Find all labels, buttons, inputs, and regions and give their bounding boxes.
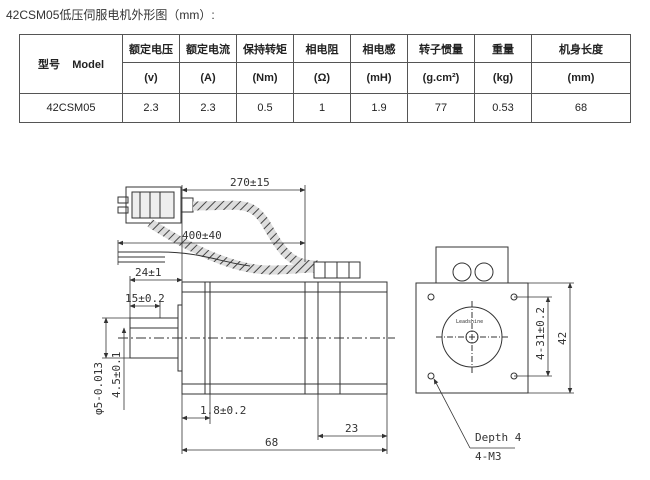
mount-hole bbox=[427, 372, 435, 380]
cable-exit bbox=[452, 262, 472, 282]
value-cell: 68 bbox=[531, 93, 631, 123]
note-depth: Depth 4 bbox=[475, 431, 522, 444]
dimensions-side bbox=[102, 185, 388, 454]
front-view bbox=[415, 246, 529, 394]
dim-1-8: 1.8±0.2 bbox=[200, 404, 246, 417]
value-cell: 0.53 bbox=[474, 93, 532, 123]
dim-boss-dia: 4.5±0.1 bbox=[110, 352, 123, 398]
value-cell: 2.3 bbox=[179, 93, 237, 123]
dim-24: 24±1 bbox=[135, 266, 162, 279]
model-header-cell: 型号 Model bbox=[19, 34, 123, 94]
dimensions-front bbox=[433, 282, 574, 449]
dimension-labels-front: 4-31±0.2 42 Depth 4 4-M3 bbox=[475, 307, 569, 463]
unit-cell: (kg) bbox=[474, 62, 532, 94]
unit-cell: (mH) bbox=[350, 62, 408, 94]
dim-23: 23 bbox=[345, 422, 358, 435]
value-cell: 0.5 bbox=[236, 93, 294, 123]
connector bbox=[117, 186, 194, 224]
model-header-en: Model bbox=[72, 59, 104, 71]
unit-cell: (v) bbox=[122, 62, 180, 94]
model-header-cn: 型号 bbox=[37, 59, 60, 71]
mount-hole bbox=[427, 293, 435, 301]
dim-hole-spacing: 4-31±0.2 bbox=[534, 307, 547, 360]
header-cell: 转子惯量 bbox=[407, 34, 475, 63]
cable-braided bbox=[192, 200, 319, 270]
header-row: 型号 Model 额定电压 额定电流 保持转矩 相电阻 相电感 转子惯量 重量 … bbox=[19, 34, 631, 94]
model-value-cell: 42CSM05 bbox=[19, 93, 123, 123]
cable-exit bbox=[474, 262, 494, 282]
header-cell: 相电阻 bbox=[293, 34, 351, 63]
lead-wire bbox=[118, 251, 251, 267]
dim-shaft-dia: φ5-0.013 bbox=[92, 362, 105, 415]
dim-cable-400: 400±40 bbox=[182, 229, 222, 242]
header-cell: 额定电流 bbox=[179, 34, 237, 63]
page-title: 42CSM05低压伺服电机外形图（mm）: bbox=[6, 8, 215, 22]
unit-row: (v) (A) (Nm) (Ω) (mH) (g.cm²) (kg) (mm) bbox=[20, 62, 631, 94]
side-view bbox=[117, 186, 395, 395]
dim-flange-size: 42 bbox=[556, 332, 569, 345]
unit-cell: (Ω) bbox=[293, 62, 351, 94]
dim-68: 68 bbox=[265, 436, 278, 449]
spec-table: 型号 Model 额定电压 额定电流 保持转矩 相电阻 相电感 转子惯量 重量 … bbox=[19, 34, 631, 123]
dim-cable-270: 270±15 bbox=[230, 176, 270, 189]
data-row: 42CSM05 2.3 2.3 0.5 1 1.9 77 0.53 68 bbox=[19, 93, 631, 123]
note-thread: 4-M3 bbox=[475, 450, 502, 463]
shaft bbox=[118, 317, 395, 359]
cable-gland bbox=[313, 261, 361, 279]
header-cell: 相电感 bbox=[350, 34, 408, 63]
dim-15: 15±0.2 bbox=[125, 292, 165, 305]
dimension-labels-side: 270±15 400±40 24±1 15±0.2 1.8±0.2 68 23 … bbox=[92, 176, 358, 449]
label-plate: Leadshine bbox=[456, 319, 483, 325]
value-cell: 1 bbox=[293, 93, 351, 123]
